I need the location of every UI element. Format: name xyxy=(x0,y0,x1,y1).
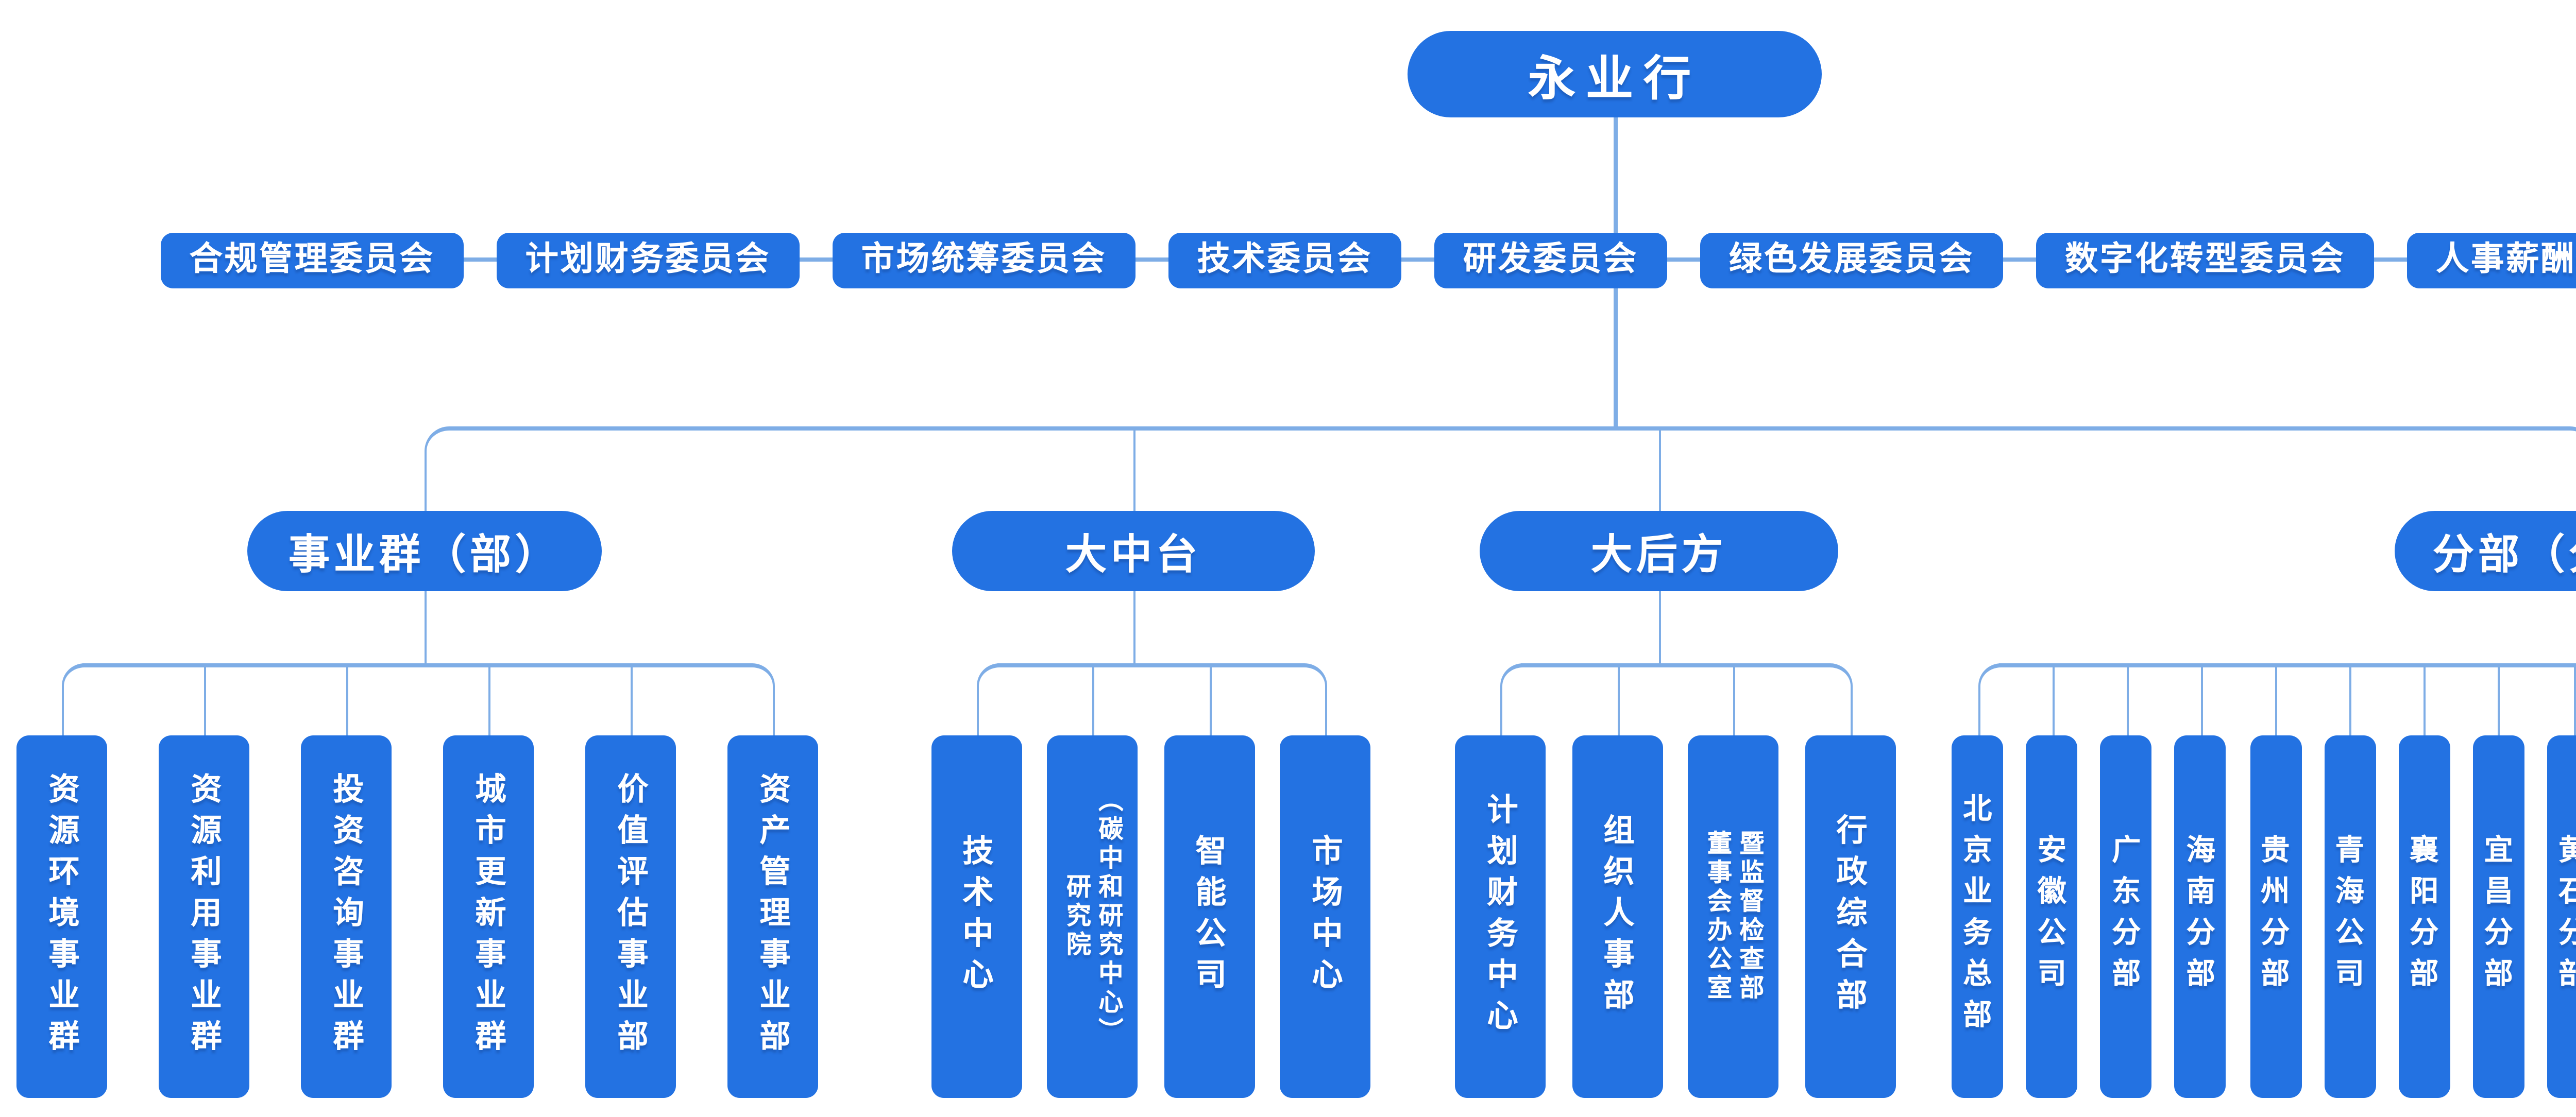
main-bus-line xyxy=(453,426,2563,431)
department-node: 投资咨询事业群 xyxy=(301,735,392,1098)
child-drop-line xyxy=(2573,663,2575,735)
department-label: 计划财务中心 xyxy=(1483,793,1518,1040)
sub-bus-left-corner xyxy=(1977,663,2000,740)
committee-row: 合规管理委员会计划财务委员会市场统筹委员会技术委员会研发委员会绿色发展委员会数字… xyxy=(0,233,2576,288)
department-label: 城市更新事业群 xyxy=(471,772,506,1061)
department-label: 行政综合部 xyxy=(1832,814,1868,1020)
sub-bus-line xyxy=(1521,663,1829,667)
child-drop-line xyxy=(2052,663,2054,735)
group-drop-line xyxy=(425,591,427,667)
department-node: 董事会办公室 暨监督检查部 xyxy=(1688,735,1778,1098)
group-drop-line xyxy=(1659,591,1661,667)
child-drop-line xyxy=(2349,663,2352,735)
sub-bus-left-corner xyxy=(62,663,84,740)
department-label: 市场中心 xyxy=(1308,834,1343,999)
department-node: 资源利用事业群 xyxy=(159,735,249,1098)
department-label: 青海公司 xyxy=(2333,834,2366,999)
child-drop-line xyxy=(1733,663,1735,735)
department-node: 安徽公司 xyxy=(2026,735,2078,1098)
sub-bus-line xyxy=(1998,663,2576,667)
department-node: 海南分部 xyxy=(2175,735,2227,1098)
group-drop-line xyxy=(1133,591,1136,667)
sub-bus-right-corner xyxy=(752,663,775,740)
division-drop-line xyxy=(1133,426,1136,511)
department-label: 安徽公司 xyxy=(2035,834,2069,999)
department-label: 广东分部 xyxy=(2110,834,2143,999)
child-drop-line xyxy=(1092,663,1094,735)
child-drop-line xyxy=(2126,663,2128,735)
child-drop-line xyxy=(2200,663,2203,735)
department-label: 黄石分部 xyxy=(2556,834,2576,999)
department-node: 广东分部 xyxy=(2100,735,2152,1098)
division-drop-line xyxy=(1659,426,1661,511)
root-label: 永业行 xyxy=(1528,51,1701,105)
child-drop-line xyxy=(1209,663,1211,735)
department-node: 资源环境事业群 xyxy=(16,735,107,1098)
committee-node: 研发委员会 xyxy=(1434,233,1667,288)
division-node: 分部（分公司） xyxy=(2395,511,2576,591)
department-label: 襄阳分部 xyxy=(2408,834,2441,999)
department-node: 北京业务总部 xyxy=(1952,735,2003,1098)
department-label: 董事会办公室 暨监督检查部 xyxy=(1704,830,1766,1003)
department-label: 研究院 （碳中和研究中心） xyxy=(1063,787,1125,1046)
department-node: 贵州分部 xyxy=(2249,735,2301,1098)
department-node: 城市更新事业群 xyxy=(443,735,534,1098)
department-node: 研究院 （碳中和研究中心） xyxy=(1047,735,1138,1098)
department-node: 资产管理事业部 xyxy=(727,735,818,1098)
department-node: 行政综合部 xyxy=(1804,735,1895,1098)
department-label: 资源利用事业群 xyxy=(187,772,222,1061)
sub-bus-left-corner xyxy=(976,663,998,740)
department-node: 襄阳分部 xyxy=(2398,735,2450,1098)
department-node: 计划财务中心 xyxy=(1455,735,1546,1098)
child-drop-line xyxy=(2424,663,2426,735)
committee-node: 合规管理委员会 xyxy=(160,233,464,288)
committee-node: 数字化转型委员会 xyxy=(2036,233,2375,288)
committee-node: 技术委员会 xyxy=(1168,233,1401,288)
department-node: 市场中心 xyxy=(1280,735,1370,1098)
sub-bus-left-corner xyxy=(1500,663,1523,740)
main-bus-right-corner xyxy=(2563,426,2576,515)
sub-bus-right-corner xyxy=(1304,663,1327,740)
department-node: 价值评估事业部 xyxy=(585,735,676,1098)
department-label: 贵州分部 xyxy=(2259,834,2292,999)
department-node: 技术中心 xyxy=(930,735,1021,1098)
sub-bus-line xyxy=(82,663,752,667)
org-node-root: 永业行 xyxy=(1408,31,1822,117)
division-node: 大中台 xyxy=(952,511,1315,591)
child-drop-line xyxy=(346,663,348,735)
committee-node: 绿色发展委员会 xyxy=(1700,233,2004,288)
division-node: 事业群（部） xyxy=(247,511,602,591)
department-node: 青海公司 xyxy=(2324,735,2376,1098)
child-drop-line xyxy=(2498,663,2501,735)
department-node: 宜昌分部 xyxy=(2472,735,2524,1098)
department-node: 黄石分部 xyxy=(2547,735,2576,1098)
child-drop-line xyxy=(631,663,633,735)
department-node: 智能公司 xyxy=(1163,735,1254,1098)
department-label: 海南分部 xyxy=(2184,834,2217,999)
child-drop-line xyxy=(1617,663,1619,735)
department-label: 技术中心 xyxy=(958,834,994,999)
child-drop-line xyxy=(204,663,206,735)
department-label: 价值评估事业部 xyxy=(613,772,649,1061)
main-bus-left-corner xyxy=(425,426,455,515)
committee-node: 市场统筹委员会 xyxy=(832,233,1136,288)
committee-node: 人事薪酬委员会 xyxy=(2407,233,2576,288)
child-drop-line xyxy=(2275,663,2277,735)
department-label: 资源环境事业群 xyxy=(44,772,80,1061)
committee-node: 计划财务委员会 xyxy=(496,233,800,288)
department-label: 投资咨询事业群 xyxy=(329,772,364,1061)
sub-bus-right-corner xyxy=(1829,663,1852,740)
department-label: 组织人事部 xyxy=(1599,814,1635,1020)
department-label: 资产管理事业部 xyxy=(755,772,791,1061)
department-node: 组织人事部 xyxy=(1571,735,1662,1098)
department-label: 宜昌分部 xyxy=(2482,834,2515,999)
child-drop-line xyxy=(488,663,490,735)
division-node: 大后方 xyxy=(1480,511,1838,591)
department-label: 智能公司 xyxy=(1191,834,1227,999)
sub-bus-line xyxy=(996,663,1304,667)
department-label: 北京业务总部 xyxy=(1961,793,1994,1040)
